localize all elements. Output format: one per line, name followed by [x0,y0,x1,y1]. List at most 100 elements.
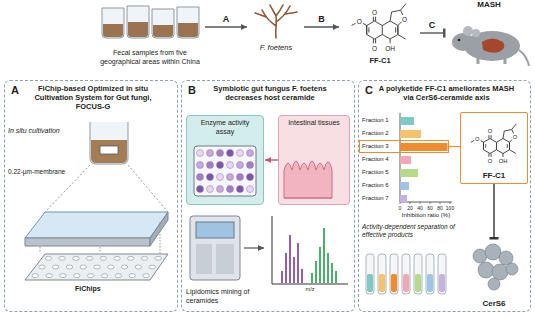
bond-line [375,39,376,43]
bond-line [508,142,509,150]
sample-node: Fecal samples from five geographical are… [95,2,205,66]
atom-label: OH [385,44,396,51]
flow-arrow [493,184,494,238]
fraction-label: Fraction 5 [362,167,389,178]
bond-line [490,153,491,156]
bond-line [483,142,484,150]
bond-line [496,138,502,142]
axis-label: m/z [306,286,315,293]
disease-node: MASH [446,0,532,72]
bond-line [490,138,496,142]
box-label: Intestinal tissues [283,119,345,128]
beaker-group [102,6,199,38]
bond-line [366,26,367,35]
bond-line [480,140,483,142]
bond-line [373,39,374,43]
bond-line [366,26,367,35]
bond-line [490,149,496,153]
cultivation-illustration [25,122,168,280]
node-label: FF-C1 [340,56,420,66]
panel-letter: C [365,84,373,96]
fungus-node: F. foetens [248,2,304,52]
tick-label: 100 [446,205,454,211]
compound-structure [352,3,406,43]
bond-line [398,22,402,26]
panel: AFiChip-based Optimized in situ Cultivat… [4,80,178,312]
lipidomics-illustration [190,216,348,284]
step-label: Lipidomics mining of ceramides [186,288,270,306]
bond-line [390,12,392,21]
compound-label: FF-C1 [461,171,527,181]
box-label: Enzyme activity assay [191,119,259,136]
step-letter: C [429,20,436,31]
bond-line [506,144,507,148]
bond-line [496,149,502,153]
bond-line [511,129,513,133]
chip-label: FiChips [75,285,101,294]
node-label: F. foetens [248,43,304,52]
bond-line [398,35,406,40]
bond-line [375,35,383,40]
flow-arrow [205,26,247,27]
bond-line [367,21,375,26]
tick-label: 80 [437,205,443,211]
bond-line [397,26,398,35]
bond-line [490,135,491,138]
flow-arrow [449,146,460,147]
bond-line [375,21,383,26]
bond-line [401,3,406,10]
bond-line [382,21,390,26]
bond-line [488,153,489,156]
atom-label: O [487,128,493,135]
fraction-label: Fraction 3 [362,141,448,152]
axis-title: Inhibition ratio (%) [402,212,450,219]
bond-line [495,142,496,150]
fraction-label: Fraction 1 [362,115,389,126]
atom-label: O [487,157,493,164]
atom-label: O [356,18,362,25]
bond-line [368,28,369,33]
fraction-label: Fraction 6 [362,180,389,191]
panel-title: A polyketide FF-C1 ameliorates MASH via … [377,84,524,102]
atom-label: O [371,9,377,16]
fraction-label: Fraction 7 [362,193,389,204]
flow-arrow [420,32,444,33]
atom-label: O [371,44,377,51]
step-label: In situ cultivation [8,127,88,136]
bond-line [502,138,508,142]
flow-arrow [304,26,339,27]
bond-line [488,135,489,138]
note: Activity-dependent separation of effecti… [362,223,457,239]
atom-label: O [402,15,408,22]
bond-line [367,35,375,40]
tissue-box: Intestinal tissues [278,115,350,205]
mouse-illustration [452,26,529,66]
compound-node: FF-C1 [340,0,420,66]
bond-line [392,10,401,12]
bond-line [485,144,486,148]
panel-title: FiChip-based Optimized in situ Cultivati… [23,84,171,111]
atom-label: OH [498,157,508,164]
node-label: MASH [446,0,532,10]
bond-line [390,39,391,43]
membrane-label: 0.22-μm-membrane [8,168,65,176]
tick-label: 0 [399,205,402,211]
bond-line [483,142,484,150]
step-letter: B [318,14,325,25]
bond-line [511,123,516,129]
bond-line [502,131,503,139]
atom-label: O [474,135,480,142]
bond-line [502,149,508,153]
bond-line [483,149,489,153]
assay-box: Enzyme activity assay [186,115,264,205]
fungus-illustration [255,5,297,38]
bond-line [401,10,403,15]
node-label: Fecal samples from five geographical are… [95,49,205,66]
protein-node: CerS6 [462,240,526,308]
protein-label: CerS6 [462,299,526,308]
bond-line [509,149,515,153]
bond-line [508,142,509,150]
panel-title: Symbiotic gut fungus F. foetens decrease… [200,84,348,102]
bond-line [352,23,356,25]
bond-line [373,17,374,21]
